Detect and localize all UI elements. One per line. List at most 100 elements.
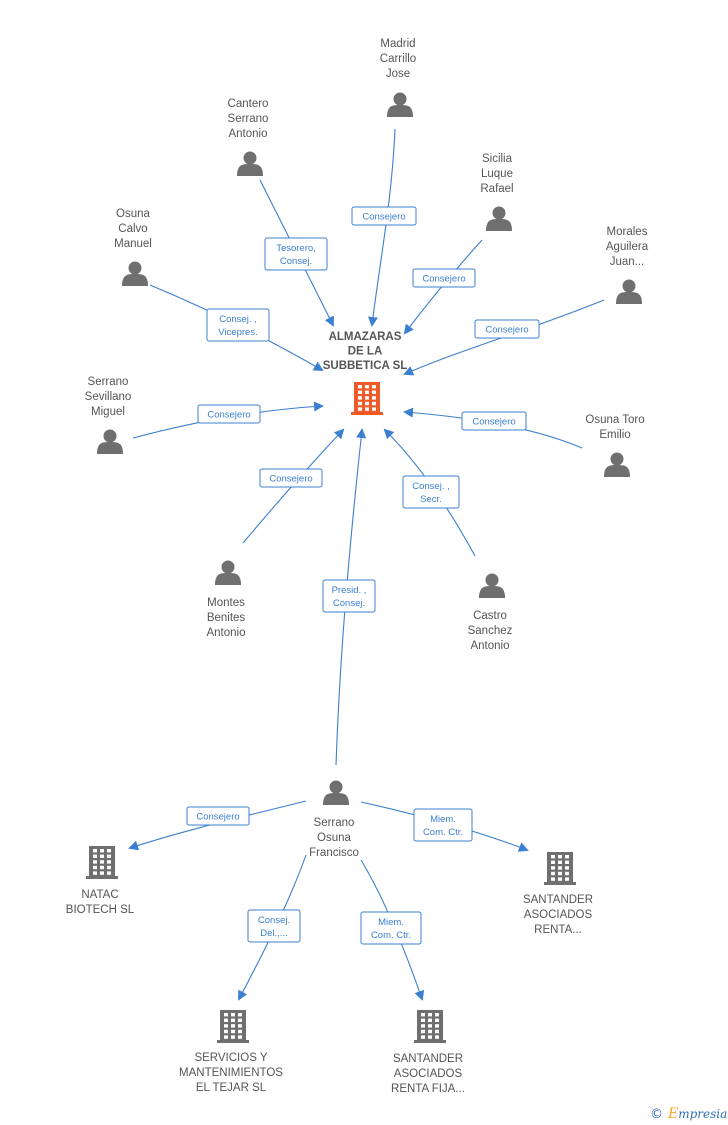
person-icon xyxy=(323,780,349,805)
edge-serrano_osuna-to-center[interactable]: Presid. ,Consej. xyxy=(322,428,376,766)
building-icon xyxy=(351,382,383,415)
node-label-montes-line: Montes xyxy=(207,597,245,609)
edge-label-text: Consejero xyxy=(269,474,312,485)
node-label-sicilia-line: Luque xyxy=(481,168,513,180)
empresia-logo[interactable]: Empresia xyxy=(667,1106,727,1122)
footer: ©Empresia xyxy=(650,1106,727,1122)
edge-line xyxy=(403,299,605,376)
node-label-montes-line: Antonio xyxy=(206,627,245,639)
edge-castro-to-center[interactable]: Consej. ,Secr. xyxy=(383,428,476,557)
edge-label[interactable]: Consejero xyxy=(259,468,323,488)
node-label-madrid-line: Carrillo xyxy=(380,53,416,65)
edge-serrano_osuna-to-santander1[interactable]: Miem.Com. Ctr. xyxy=(360,801,529,852)
edge-sicilia-to-center[interactable]: Consejero xyxy=(403,239,483,335)
edge-serrano_sevillano-to-center[interactable]: Consejero xyxy=(132,401,324,439)
edge-label-line: Consejero xyxy=(269,474,312,485)
edge-label-box xyxy=(247,909,301,943)
node-label-osuna_calvo-line: Manuel xyxy=(114,238,152,250)
edge-label[interactable]: Tesorero,Consej. xyxy=(264,237,328,271)
edge-label-box xyxy=(259,468,323,488)
node-label-santander2-line: RENTA FIJA... xyxy=(391,1083,465,1095)
edge-serrano_osuna-to-servicios[interactable]: Consej.Del.,... xyxy=(238,854,307,1001)
brand-rest: mpresia xyxy=(678,1107,727,1121)
edge-label-box xyxy=(206,308,270,342)
node-label-cantero-line: Cantero xyxy=(228,98,269,110)
node-label-morales-line: Aguilera xyxy=(606,241,649,253)
edge-label[interactable]: Consejero xyxy=(412,268,476,288)
edges-layer: ConsejeroTesorero,Consej.ConsejeroConsej… xyxy=(128,128,605,1001)
node-label-servicios-line: SERVICIOS Y xyxy=(194,1052,267,1064)
edge-morales-to-center[interactable]: Consejero xyxy=(403,299,605,376)
node-label-montes-line: Benites xyxy=(207,612,246,624)
edge-label-box xyxy=(402,475,460,509)
edge-label[interactable]: Consej. ,Vicepres. xyxy=(206,308,270,342)
node-label-natac-line: BIOTECH SL xyxy=(66,904,135,916)
edge-label-line: Consejero xyxy=(196,812,239,823)
building-icon xyxy=(544,852,576,885)
node-label-morales-line: Morales xyxy=(607,226,648,238)
edge-serrano_osuna-to-natac[interactable]: Consejero xyxy=(128,800,307,851)
edge-label-line: Consejero xyxy=(207,410,250,421)
edge-label[interactable]: Consejero xyxy=(351,206,417,226)
edge-label[interactable]: Consejero xyxy=(474,319,540,339)
node-label-serrano_osuna-line: Osuna xyxy=(317,832,351,844)
node-label-serrano_sevillano-line: Miguel xyxy=(91,406,125,418)
edge-cantero-to-center[interactable]: Tesorero,Consej. xyxy=(259,179,334,327)
node-label-santander1-line: SANTANDER xyxy=(523,894,593,906)
edge-label[interactable]: Consej. ,Secr. xyxy=(402,475,460,509)
node-label-sicilia-line: Rafael xyxy=(480,183,513,195)
edge-label-box xyxy=(474,319,540,339)
edge-label[interactable]: Consejero xyxy=(186,806,250,826)
edge-osuna_toro-to-center[interactable]: Consejero xyxy=(403,407,583,449)
node-label-santander2-line: SANTANDER xyxy=(393,1053,463,1065)
edge-label-line: Com. Ctr. xyxy=(371,930,411,941)
edge-label-box xyxy=(413,808,473,842)
edge-label-box xyxy=(351,206,417,226)
edge-label-line: Consejero xyxy=(362,212,405,223)
edge-label[interactable]: Consejero xyxy=(461,411,527,431)
edge-label[interactable]: Consej.Del.,... xyxy=(247,909,301,943)
edge-label[interactable]: Miem.Com. Ctr. xyxy=(413,808,473,842)
node-label-sicilia-line: Sicilia xyxy=(482,153,513,165)
edge-label[interactable]: Consejero xyxy=(197,404,261,424)
node-label-osuna_toro-line: Osuna Toro xyxy=(585,414,644,426)
edge-montes-to-center[interactable]: Consejero xyxy=(242,428,345,544)
node-label-serrano_osuna-line: Francisco xyxy=(309,847,359,859)
edge-madrid-to-center[interactable]: Consejero xyxy=(351,128,417,327)
edge-label[interactable]: Presid. ,Consej. xyxy=(322,579,376,613)
edge-label-text: Consejero xyxy=(207,410,250,421)
node-label-serrano_sevillano-line: Sevillano xyxy=(85,391,132,403)
edge-label-line: Consej. , xyxy=(412,481,450,492)
edge-label-line: Consej. , xyxy=(219,314,257,325)
center-company-name-line: DE LA xyxy=(348,346,383,358)
node-label-osuna_calvo-line: Osuna xyxy=(116,208,150,220)
node-label-morales-line: Juan... xyxy=(610,256,645,268)
edge-label-box xyxy=(197,404,261,424)
edge-label-text: Consejero xyxy=(196,812,239,823)
edge-osuna_calvo-to-center[interactable]: Consej. ,Vicepres. xyxy=(149,284,324,371)
edge-serrano_osuna-to-santander2[interactable]: Miem.Com. Ctr. xyxy=(360,859,425,1001)
person-icon xyxy=(122,261,148,286)
edge-label[interactable]: Miem.Com. Ctr. xyxy=(360,911,422,945)
